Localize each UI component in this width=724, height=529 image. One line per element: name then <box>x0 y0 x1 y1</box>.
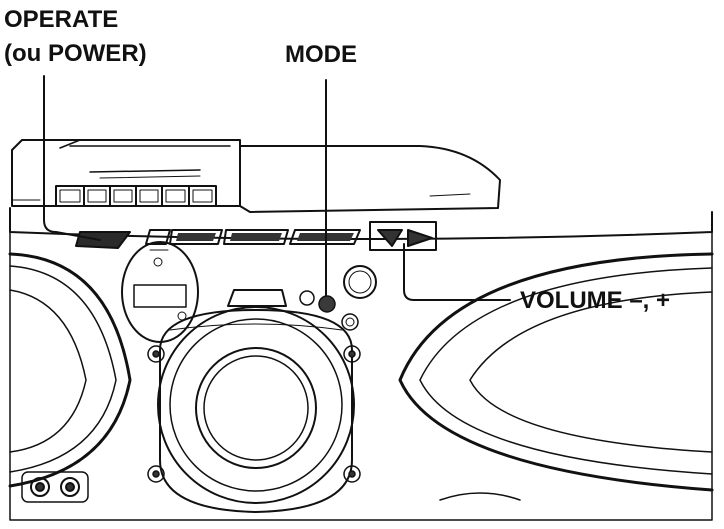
volume-up-icon <box>407 229 433 247</box>
power-alt-label: (ou POWER) <box>4 40 147 67</box>
screws <box>147 345 361 483</box>
callout-lines <box>43 75 511 301</box>
operate-leader-line <box>43 75 101 241</box>
control-strip <box>75 229 361 249</box>
body-outline <box>9 207 713 521</box>
volume-down-icon <box>377 229 403 247</box>
center-speaker <box>157 306 355 513</box>
tuning-dial <box>121 241 199 343</box>
cassette-lid <box>11 139 501 213</box>
operate-label: OPERATE <box>4 6 119 33</box>
deck-keys <box>55 185 217 207</box>
bottom-jacks <box>21 471 521 503</box>
mode-label: MODE <box>285 41 357 68</box>
mode-button <box>318 295 336 313</box>
button-cluster <box>227 265 377 331</box>
right-speaker <box>398 252 714 492</box>
left-speaker <box>8 252 132 488</box>
volume-leader-line <box>403 243 511 301</box>
